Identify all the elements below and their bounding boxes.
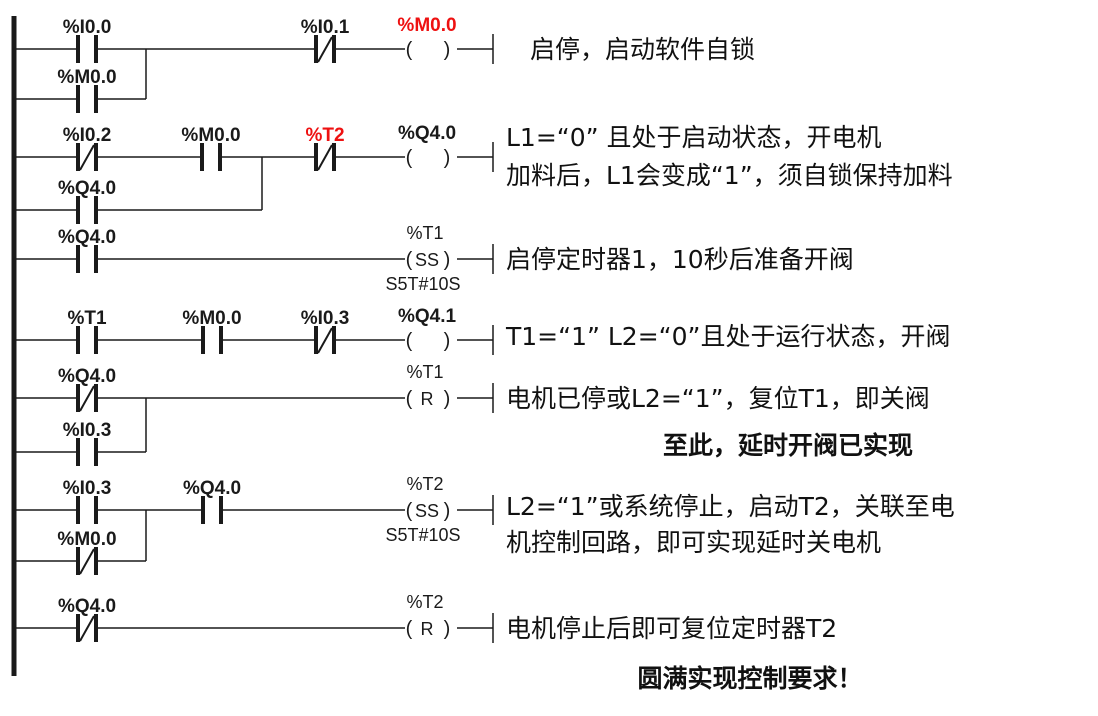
rung-comment: 加料后，L1会变成“1”，须自锁保持加料 [506, 161, 953, 190]
no-contact[interactable]: %M0.0 [182, 308, 242, 354]
coil-label: %M0.0 [397, 15, 456, 36]
contact-label: %I0.2 [63, 125, 112, 146]
contact-label: %I0.1 [301, 17, 350, 38]
coil-operation: R [421, 389, 434, 409]
no-contact[interactable]: %M0.0 [57, 67, 117, 113]
rung-comment: L1=“0” 且处于启动状态，开电机 [506, 123, 882, 152]
contact-label: %I0.3 [301, 308, 350, 329]
coil-paren-left: ( [406, 249, 413, 271]
timer-preset: S5T#10S [385, 274, 460, 294]
contact-label: %I0.3 [63, 420, 112, 441]
no-contact[interactable]: %T1 [67, 308, 107, 354]
coil-label: %Q4.1 [398, 306, 457, 327]
coil-operation: SS [415, 501, 439, 521]
contact-label: %T1 [67, 308, 107, 329]
contact-label: %M0.0 [57, 67, 116, 88]
no-contact[interactable]: %I0.3 [63, 420, 112, 466]
rung-comment: T1=“1” L2=“0”且处于运行状态，开阀 [505, 322, 950, 351]
note-delay-open: 至此，延时开阀已实现 [663, 431, 913, 460]
coil-paren-right: ) [444, 249, 451, 271]
coil-label: %Q4.0 [398, 123, 456, 144]
contact-label: %I0.3 [63, 478, 112, 499]
coil[interactable]: () %M0.0 [397, 15, 457, 61]
coil[interactable]: () R %T1 [405, 362, 457, 410]
nc-contact[interactable]: %T2 [305, 125, 345, 171]
coil-label: %T2 [406, 592, 443, 612]
coil-label: %T1 [406, 223, 443, 243]
nc-contact[interactable]: %M0.0 [57, 529, 117, 575]
contact-label: %Q4.0 [58, 366, 116, 387]
rung-comment: 启停定时器1，10秒后准备开阀 [506, 245, 854, 274]
coil-label: %T1 [406, 362, 443, 382]
contact-label: %Q4.0 [58, 596, 116, 617]
nc-contact[interactable]: %I0.2 [63, 125, 112, 171]
coil-paren-right: ) [444, 39, 451, 61]
nc-contact[interactable]: %I0.3 [301, 308, 350, 354]
no-contact[interactable]: %Q4.0 [183, 478, 241, 524]
coil-paren-right: ) [444, 330, 451, 352]
no-contact[interactable]: %I0.0 [63, 17, 112, 63]
timer-preset: S5T#10S [385, 525, 460, 545]
rung-comment: 电机已停或L2=“1”，复位T1，即关阀 [506, 384, 930, 413]
nc-contact[interactable]: %Q4.0 [58, 596, 116, 642]
contact-label: %M0.0 [57, 529, 116, 550]
rung-comment: 电机停止后即可复位定时器T2 [506, 614, 837, 643]
rung-comment: L2=“1”或系统停止，启动T2，关联至电 [506, 492, 955, 521]
coil-operation: SS [415, 250, 439, 270]
coil-paren-left: ( [406, 39, 413, 61]
no-contact[interactable]: %I0.3 [63, 478, 112, 524]
contact-label: %Q4.0 [183, 478, 241, 499]
coil-paren-right: ) [444, 147, 451, 169]
coil-paren-left: ( [406, 330, 413, 352]
coil-paren-left: ( [406, 618, 413, 640]
rung-comment: 启停，启动软件自锁 [530, 35, 755, 64]
contact-label: %I0.0 [63, 17, 112, 38]
contact-label: %T2 [305, 125, 344, 146]
no-contact[interactable]: %Q4.0 [58, 178, 116, 224]
coil-paren-left: ( [406, 500, 413, 522]
no-contact[interactable]: %M0.0 [181, 125, 241, 171]
coil-paren-right: ) [444, 388, 451, 410]
rung-comment: 机控制回路，即可实现延时关电机 [506, 528, 881, 557]
coil-paren-right: ) [444, 500, 451, 522]
coil[interactable]: () %Q4.1 [398, 306, 457, 352]
coil-paren-right: ) [444, 618, 451, 640]
contact-label: %Q4.0 [58, 178, 116, 199]
coil-label: %T2 [406, 474, 443, 494]
coil[interactable]: () %Q4.0 [398, 123, 457, 169]
coil-paren-left: ( [406, 388, 413, 410]
contact-label: %M0.0 [182, 308, 241, 329]
coil[interactable]: () R %T2 [405, 592, 457, 640]
no-contact[interactable]: %Q4.0 [58, 227, 116, 273]
nc-contact[interactable]: %Q4.0 [58, 366, 116, 412]
contact-label: %M0.0 [181, 125, 240, 146]
contact-label: %Q4.0 [58, 227, 116, 248]
nc-contact[interactable]: %I0.1 [301, 17, 350, 63]
coil-paren-left: ( [406, 147, 413, 169]
coil-operation: R [421, 619, 434, 639]
note-final: 圆满实现控制要求！ [637, 664, 862, 693]
